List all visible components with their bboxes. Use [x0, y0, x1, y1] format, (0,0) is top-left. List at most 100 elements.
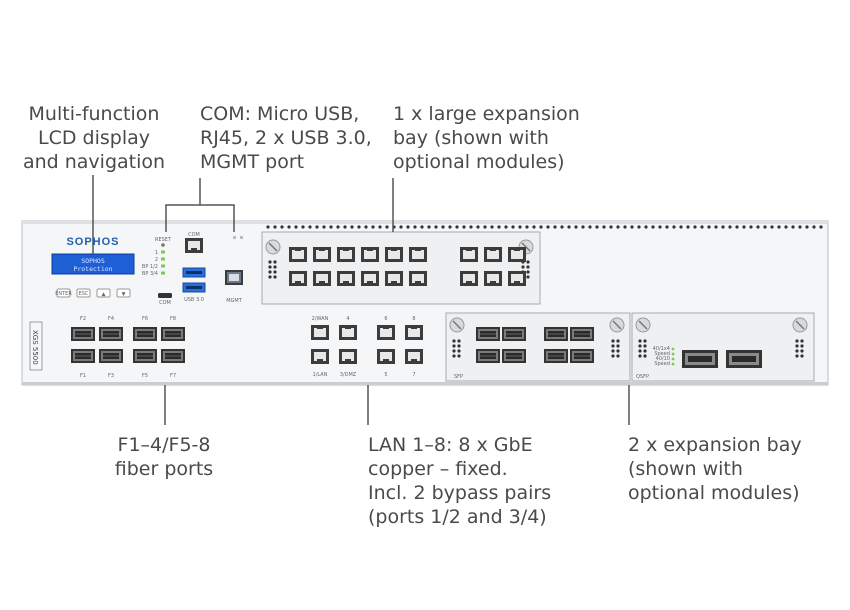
vent-hole — [777, 225, 781, 229]
lan-label-6: 6 — [384, 316, 387, 322]
led-label-bp34: BP 3/4 — [142, 271, 158, 277]
callout-large-expansion-bay: 1 x large expansion bay (shown with opti… — [393, 103, 580, 173]
lan-rj45-port[interactable] — [339, 325, 357, 340]
qsfp-led-label-4: Speed — [654, 361, 670, 367]
reset-pinhole[interactable] — [161, 243, 165, 247]
lan-label-2-wan: 2/WAN — [312, 316, 329, 322]
large-bay-rj45-port[interactable] — [289, 271, 307, 286]
enter-button-label: ENTER — [55, 291, 72, 297]
vent-hole — [749, 225, 753, 229]
fiber-sfp-port[interactable] — [70, 326, 96, 342]
expansion-bay-2 — [631, 312, 815, 382]
vent-hole — [791, 225, 795, 229]
micro-usb-console-port[interactable] — [158, 293, 172, 298]
qsfp-port-2[interactable] — [726, 350, 762, 368]
sfp-module-port[interactable] — [569, 326, 595, 342]
lan-label-8: 8 — [412, 316, 415, 322]
large-bay-rj45-port[interactable] — [337, 247, 355, 262]
vent-hole — [644, 225, 648, 229]
fiber-sfp-port[interactable] — [98, 326, 124, 342]
vent-hole — [280, 225, 284, 229]
large-bay-rj45-port[interactable] — [460, 271, 478, 286]
vent-hole — [413, 225, 417, 229]
fiber-sfp-port[interactable] — [98, 348, 124, 364]
large-bay-rj45-port[interactable] — [460, 247, 478, 262]
large-bay-rj45-port[interactable] — [409, 271, 427, 286]
lan-rj45-port[interactable] — [311, 349, 329, 364]
com-rj45-port[interactable] — [185, 238, 203, 253]
vent-hole — [665, 225, 669, 229]
model-label: XGS 5500 — [31, 330, 39, 365]
callout-com-ports: COM: Micro USB, RJ45, 2 x USB 3.0, MGMT … — [200, 103, 372, 173]
fiber-label-f2: F2 — [80, 316, 86, 322]
sfp-module-port[interactable] — [475, 326, 501, 342]
lcd-line-2: Protection — [73, 265, 112, 273]
mgmt-leds — [233, 236, 243, 239]
vent-hole — [553, 225, 557, 229]
down-button[interactable] — [116, 288, 131, 298]
large-bay-rj45-port[interactable] — [385, 247, 403, 262]
vent-hole — [350, 225, 354, 229]
large-bay-rj45-port[interactable] — [484, 247, 502, 262]
expansion-bay-1 — [445, 312, 631, 382]
large-bay-rj45-port[interactable] — [385, 271, 403, 286]
fiber-sfp-port[interactable] — [70, 348, 96, 364]
lan-rj45-port[interactable] — [339, 349, 357, 364]
escape-button[interactable] — [76, 288, 91, 298]
sfp-module-port[interactable] — [543, 348, 569, 364]
vent-hole — [329, 225, 333, 229]
up-button[interactable] — [96, 288, 111, 298]
vent-hole — [798, 225, 802, 229]
vent-hole — [700, 225, 704, 229]
qsfp-port-1[interactable] — [682, 350, 718, 368]
enter-button[interactable] — [56, 288, 71, 298]
vent-hole — [595, 225, 599, 229]
lan-rj45-port[interactable] — [405, 349, 423, 364]
vent-hole — [462, 225, 466, 229]
vent-hole — [630, 225, 634, 229]
large-bay-rj45-port[interactable] — [313, 247, 331, 262]
usb-label: USB 3.0 — [184, 297, 204, 303]
lan-rj45-port[interactable] — [377, 325, 395, 340]
fiber-sfp-port[interactable] — [160, 348, 186, 364]
fiber-sfp-port[interactable] — [160, 326, 186, 342]
fiber-sfp-port[interactable] — [132, 326, 158, 342]
lcd-line-1: SOPHOS — [81, 257, 105, 265]
callout-lan-ports: LAN 1–8: 8 x GbE copper – fixed. Incl. 2… — [368, 434, 552, 528]
large-bay-rj45-port[interactable] — [508, 247, 526, 262]
fiber-label-f1: F1 — [80, 373, 86, 379]
vent-hole — [567, 225, 571, 229]
large-bay-rj45-port[interactable] — [508, 271, 526, 286]
vent-hole — [434, 225, 438, 229]
sfp-module-port[interactable] — [501, 326, 527, 342]
large-bay-rj45-port[interactable] — [361, 271, 379, 286]
sfp-module-port[interactable] — [569, 348, 595, 364]
large-bay-rj45-port[interactable] — [484, 271, 502, 286]
sfp-module-port[interactable] — [475, 348, 501, 364]
large-bay-rj45-port[interactable] — [409, 247, 427, 262]
sfp-module-port[interactable] — [501, 348, 527, 364]
qsfp-module-label: QSFP — [636, 374, 649, 380]
large-bay-rj45-port[interactable] — [361, 247, 379, 262]
led-label-1: 1 — [155, 250, 158, 256]
vent-hole — [273, 225, 277, 229]
vent-hole — [427, 225, 431, 229]
vent-hole — [805, 225, 809, 229]
vent-hole — [532, 225, 536, 229]
callout-expansion-bays: 2 x expansion bay (shown with optional m… — [628, 434, 802, 504]
large-bay-rj45-port[interactable] — [313, 271, 331, 286]
lan-rj45-port[interactable] — [311, 325, 329, 340]
lan-rj45-port[interactable] — [377, 349, 395, 364]
vent-hole — [623, 225, 627, 229]
sfp-module-port[interactable] — [543, 326, 569, 342]
large-bay-rj45-port[interactable] — [337, 271, 355, 286]
large-expansion-bay — [261, 231, 541, 305]
vent-hole — [504, 225, 508, 229]
fiber-label-f5: F5 — [142, 373, 148, 379]
vent-hole — [686, 225, 690, 229]
lan-rj45-port[interactable] — [405, 325, 423, 340]
fiber-sfp-port[interactable] — [132, 348, 158, 364]
large-bay-rj45-port[interactable] — [289, 247, 307, 262]
vent-hole — [476, 225, 480, 229]
